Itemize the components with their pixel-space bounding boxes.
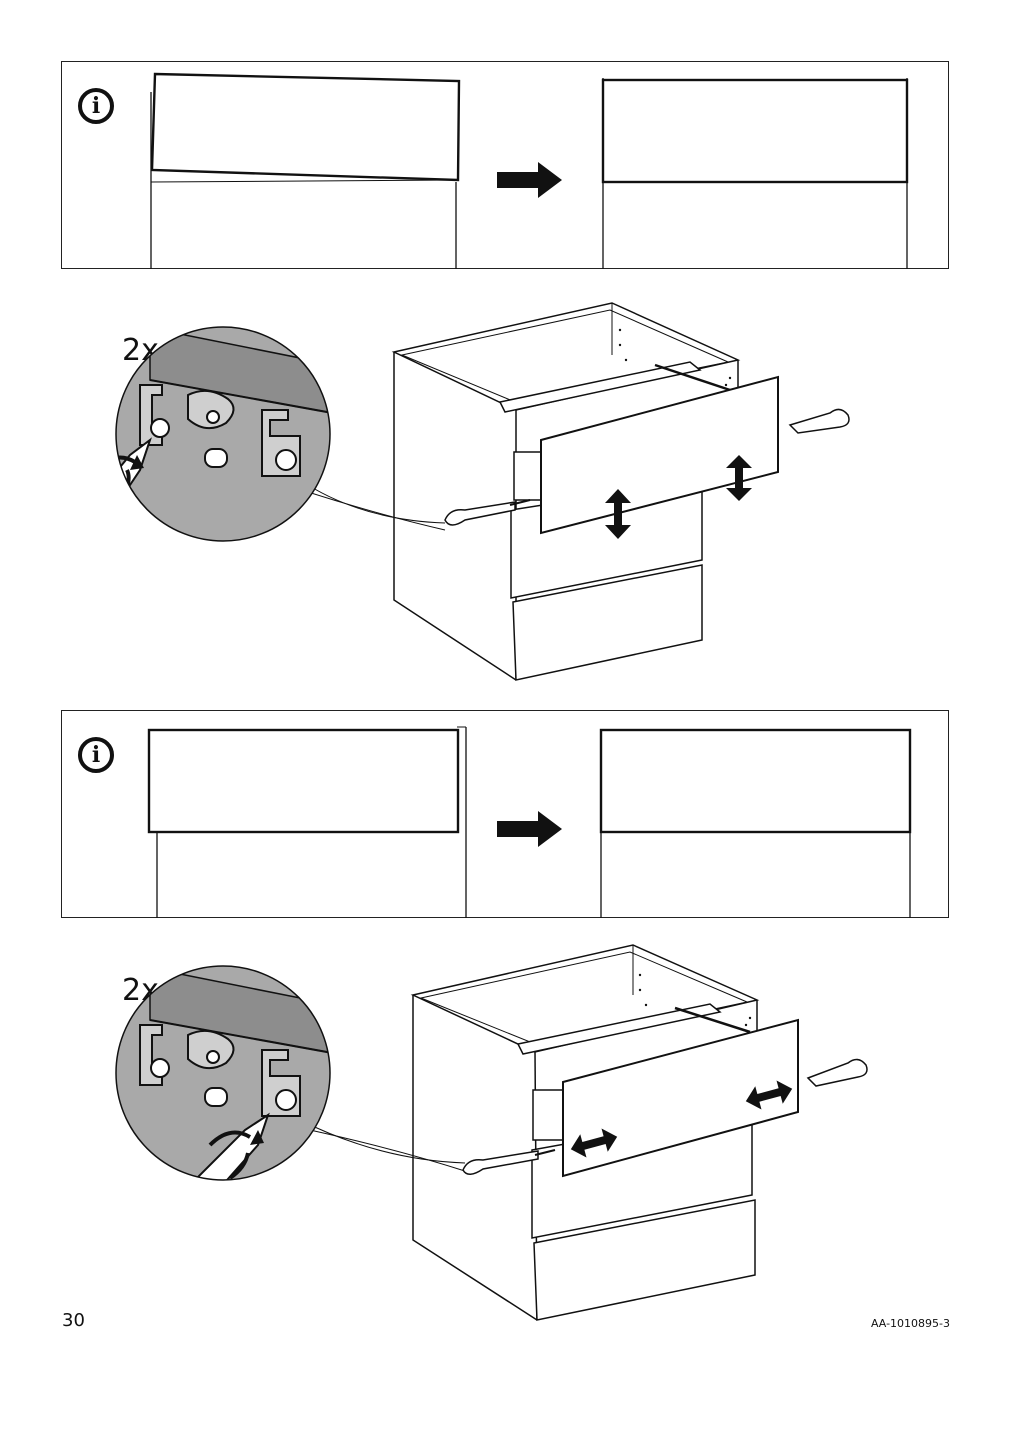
document-id: AA-1010895-3: [870, 1317, 950, 1330]
vertical-double-arrow-icon: [605, 489, 631, 539]
info-icon: i: [78, 737, 114, 773]
zoom-detail-hinge-horizontal: [115, 965, 469, 1181]
horizontal-double-arrow-icon: [570, 1128, 618, 1158]
misaligned-drawer-front-illustration: [150, 72, 909, 269]
info-box-1: i: [61, 61, 949, 269]
horizontal-double-arrow-icon: [745, 1080, 793, 1110]
shifted-drawer-front-illustration: [147, 726, 912, 918]
cabinet-illustration-2: [410, 944, 868, 1321]
info-box-2: i: [61, 710, 949, 918]
zoom-detail-hinge-vertical: [115, 326, 446, 542]
info-icon: i: [78, 88, 114, 124]
page-number: 30: [62, 1310, 85, 1331]
vertical-double-arrow-icon: [726, 455, 752, 501]
cabinet-illustration-1: [391, 302, 850, 681]
